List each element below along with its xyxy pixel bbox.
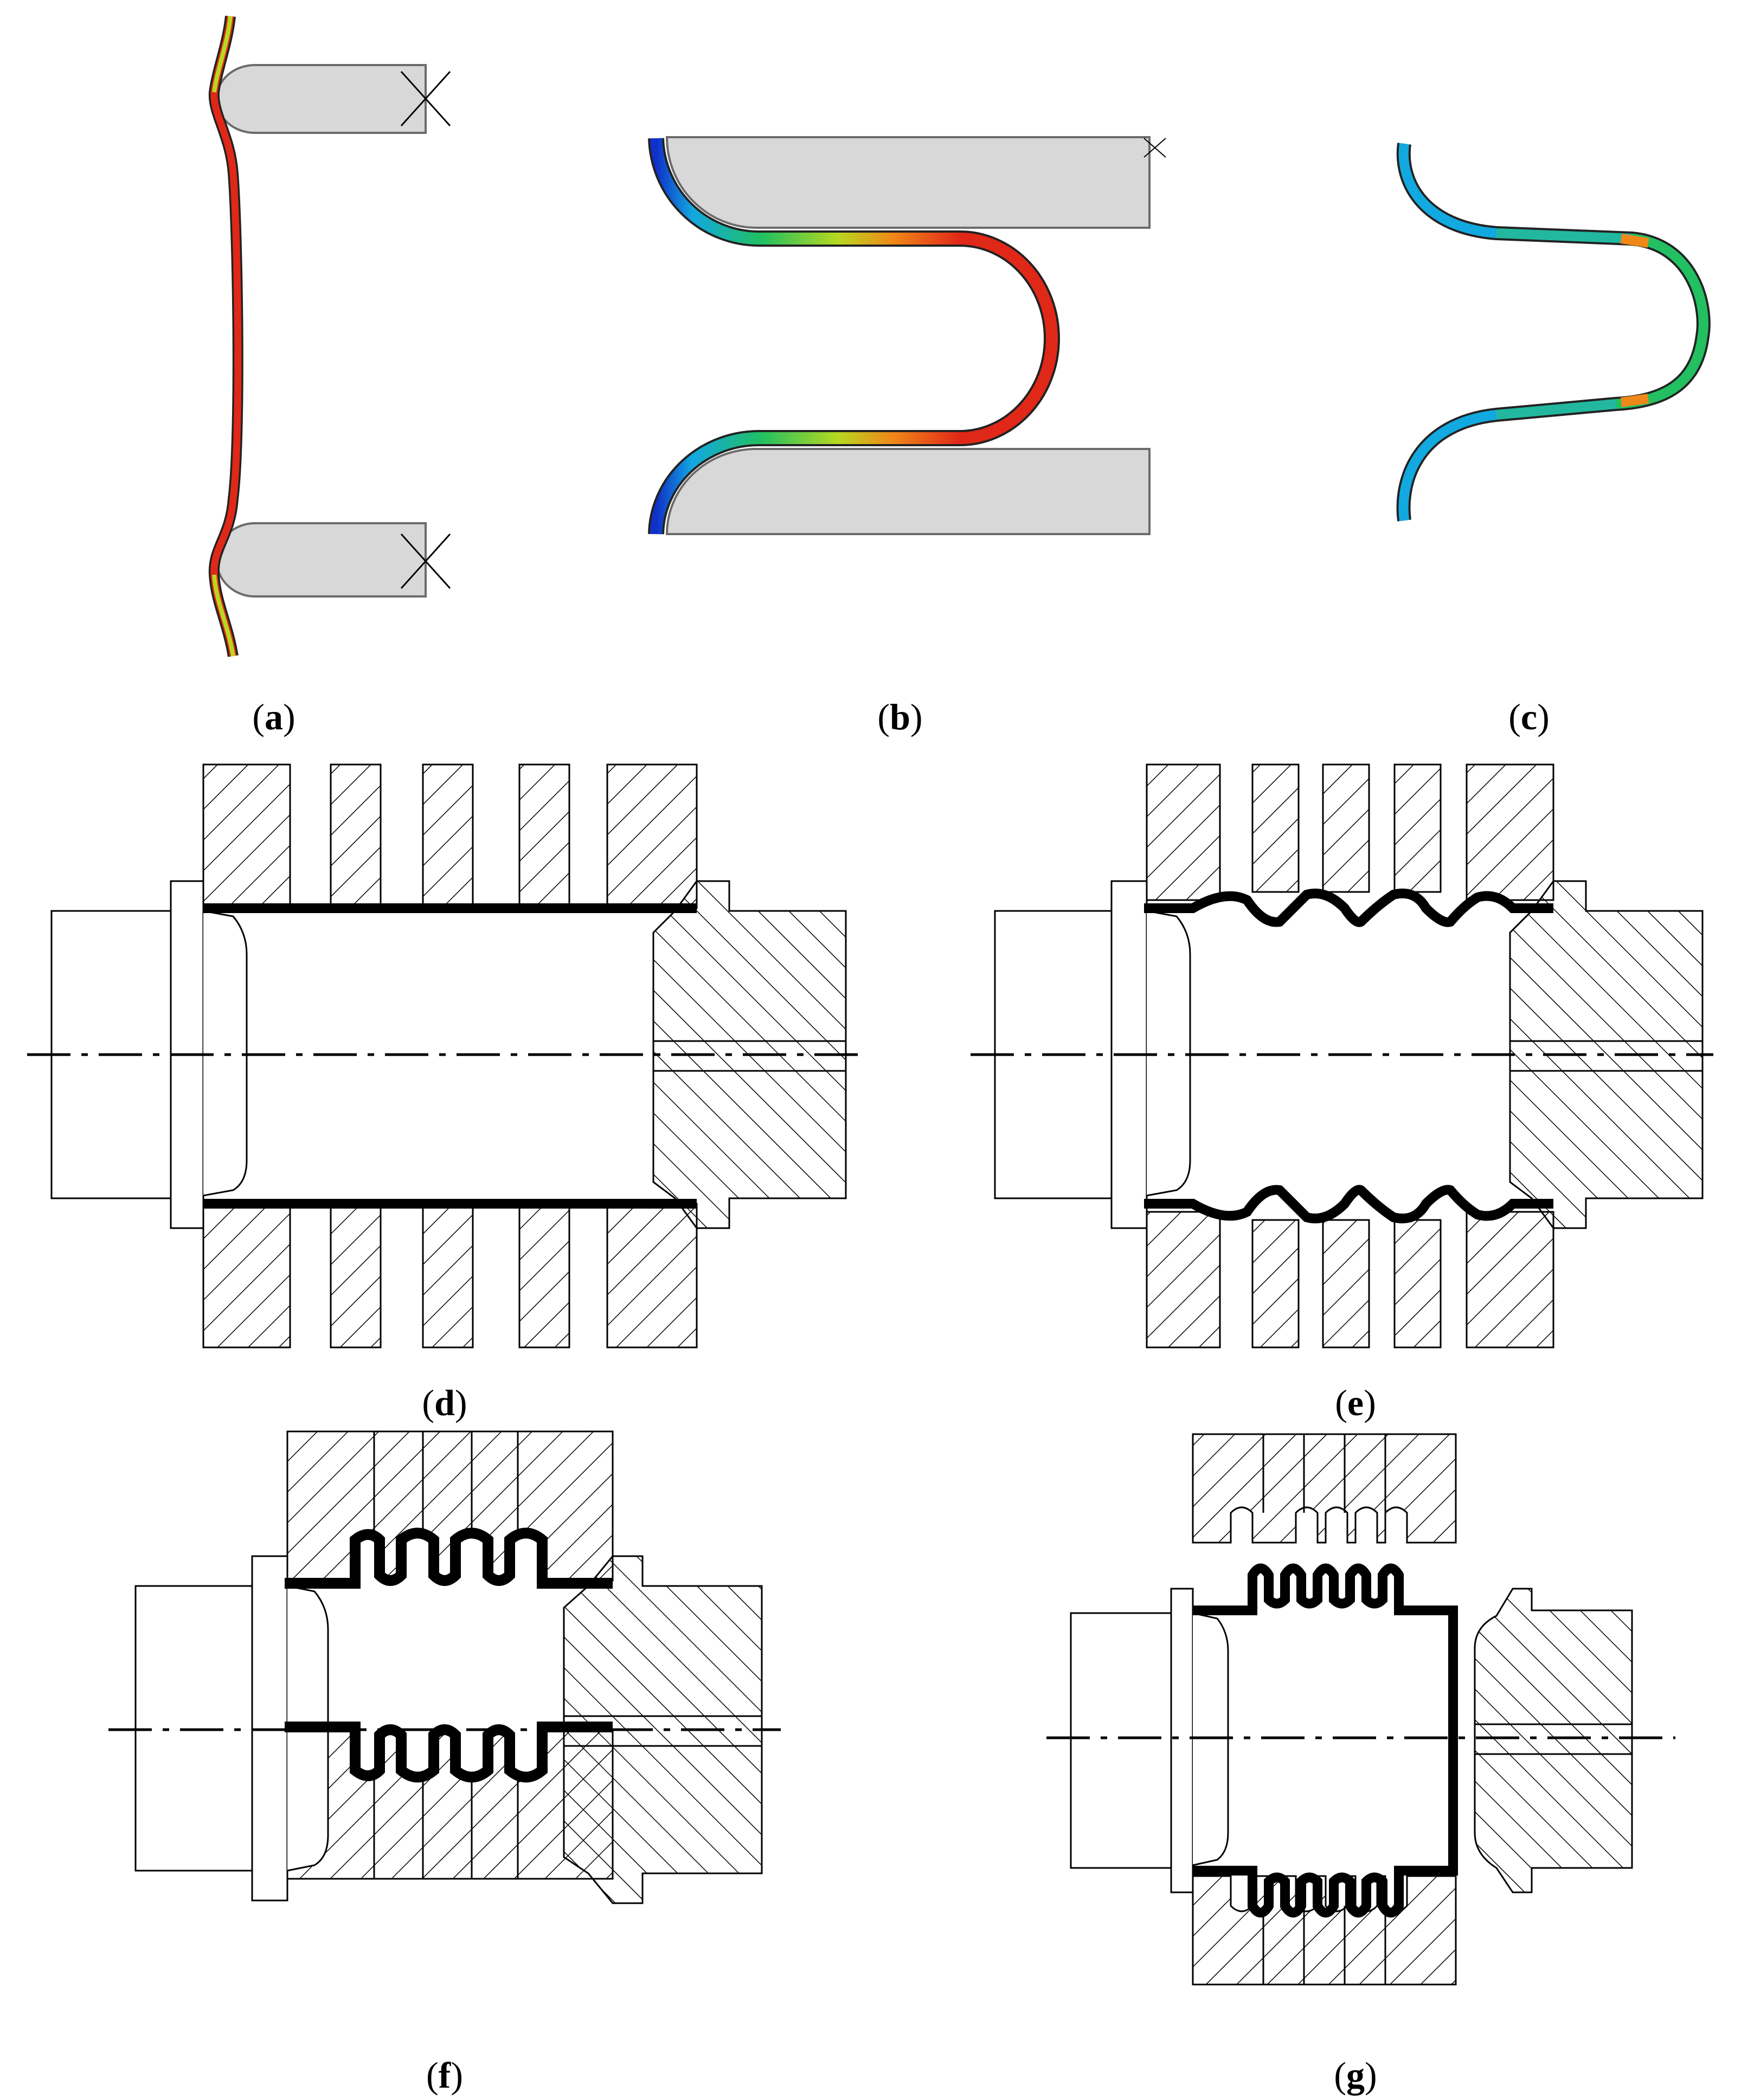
die-block bbox=[1466, 763, 1554, 901]
caption-f: (f) bbox=[426, 2054, 463, 2096]
panel-g bbox=[1046, 1433, 1675, 1986]
caption-a: (a) bbox=[252, 696, 295, 737]
die-block bbox=[606, 763, 698, 909]
tube-bottom bbox=[285, 1722, 613, 1783]
panel-c bbox=[1396, 143, 1711, 522]
plug bbox=[563, 1555, 763, 1904]
die-block bbox=[518, 763, 570, 909]
die-stack-bottom-g bbox=[1192, 1875, 1457, 1986]
die-block bbox=[1393, 763, 1442, 893]
die-block bbox=[518, 1203, 570, 1348]
die-block bbox=[1322, 763, 1370, 893]
die-block bbox=[202, 1203, 291, 1348]
die-block bbox=[1251, 1219, 1300, 1348]
tube-top bbox=[285, 1527, 613, 1589]
panel-b bbox=[648, 136, 1166, 535]
die-block bbox=[202, 763, 291, 909]
die-top-b bbox=[665, 136, 1151, 229]
caption-e: (e) bbox=[1335, 1382, 1376, 1423]
tube-wall-b-bend bbox=[959, 230, 1060, 446]
panel-f bbox=[108, 1430, 781, 1904]
tube-bottom bbox=[1144, 1185, 1553, 1224]
die-bottom bbox=[215, 522, 427, 598]
die-block bbox=[1146, 763, 1221, 901]
plug bbox=[1509, 880, 1704, 1229]
tube-wall-c bbox=[1396, 143, 1711, 522]
caption-b: (b) bbox=[877, 696, 922, 737]
punch-flange bbox=[1170, 1588, 1194, 1893]
die-block bbox=[330, 763, 382, 909]
die-block bbox=[606, 1203, 698, 1348]
die-stack-top-g bbox=[1192, 1433, 1457, 1544]
plug-g bbox=[1474, 1588, 1633, 1893]
tube-top bbox=[1144, 888, 1553, 927]
die-block bbox=[330, 1203, 382, 1348]
die-block bbox=[1251, 763, 1300, 893]
die-block bbox=[1466, 1211, 1554, 1348]
die-block bbox=[422, 763, 474, 909]
caption-d: (d) bbox=[422, 1382, 467, 1423]
die-top bbox=[215, 64, 427, 134]
caption-c: (c) bbox=[1508, 696, 1550, 737]
panel-d bbox=[27, 763, 862, 1348]
tube-formed-g bbox=[1193, 1563, 1458, 1918]
punch-body bbox=[1070, 1612, 1172, 1869]
die-block bbox=[1146, 1211, 1221, 1348]
die-bottom-b bbox=[665, 448, 1151, 535]
caption-g: (g) bbox=[1334, 2054, 1377, 2096]
die-block bbox=[422, 1203, 474, 1348]
die-block bbox=[1322, 1219, 1370, 1348]
die-block bbox=[1393, 1219, 1442, 1348]
panel-a bbox=[208, 15, 451, 657]
panel-e bbox=[971, 763, 1713, 1348]
